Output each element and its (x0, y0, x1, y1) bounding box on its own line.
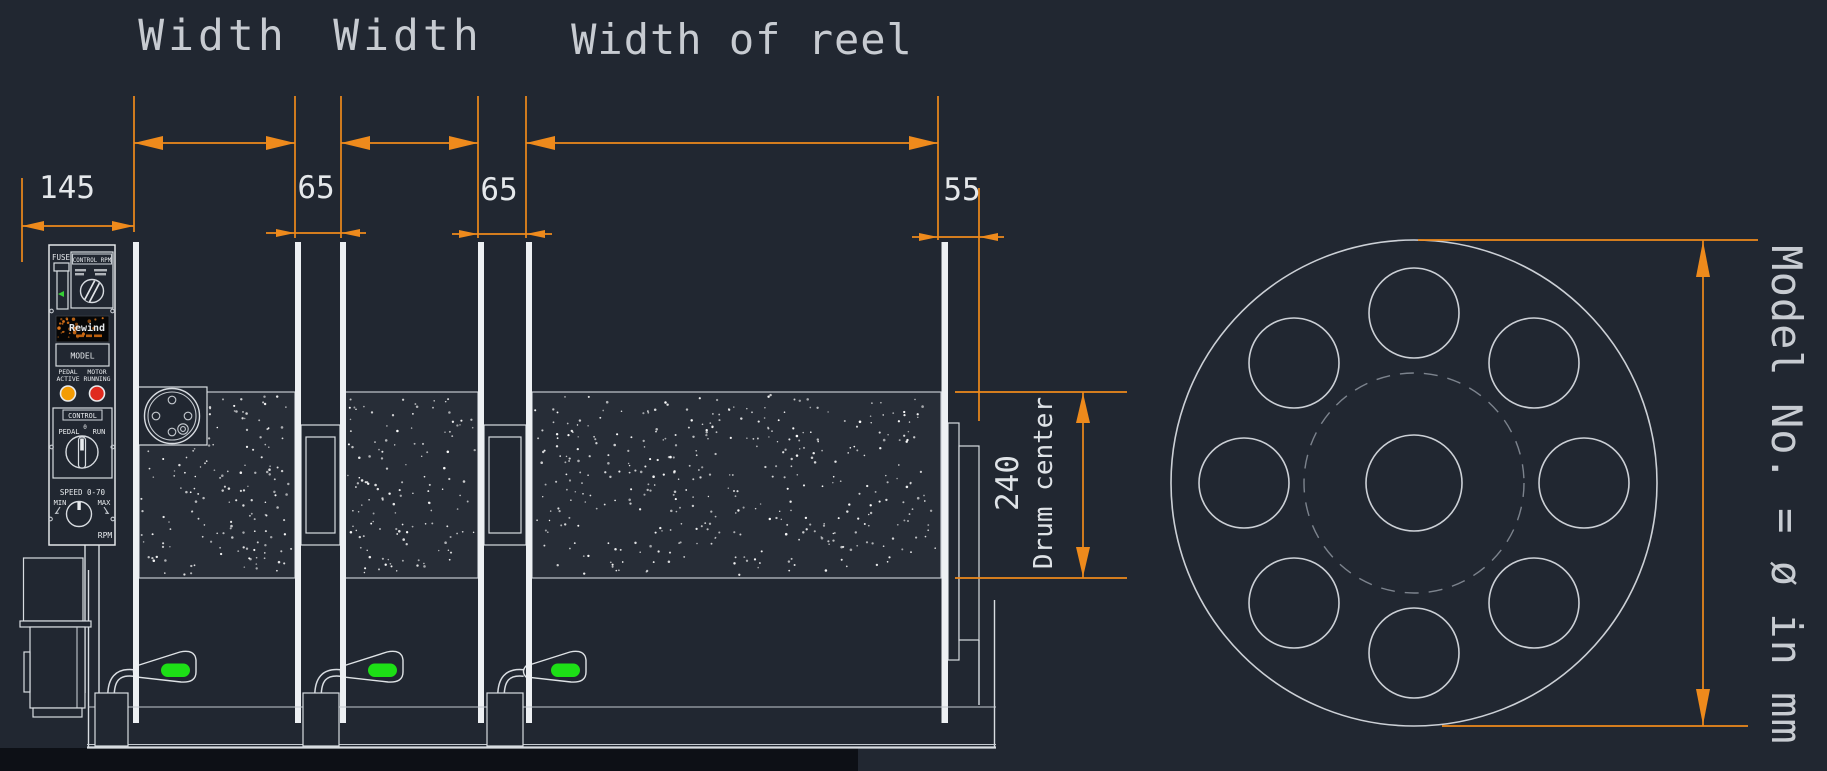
lever-post-3 (486, 692, 524, 747)
reel-outer-circle (1170, 239, 1658, 727)
width-label-2: Width (333, 11, 482, 61)
run-mode-label: RUN (93, 428, 106, 436)
panel-screw (48, 516, 53, 522)
panel-screw (110, 444, 116, 450)
machine-side-view (19, 242, 996, 749)
control-rpm-label: CONTROL RPM (73, 258, 112, 264)
flange-plate-3a (478, 242, 484, 723)
panel-screw (110, 308, 115, 314)
flange-plate-2b (340, 242, 346, 723)
reel-hole (1488, 557, 1580, 649)
logo-text: Rewind (69, 322, 105, 334)
brand-logo: Rewind (55, 315, 110, 343)
speed-knob (65, 500, 93, 528)
fuse-holder (53, 262, 70, 310)
control-switch-module: CONTROL PEDAL RUN 0 (52, 407, 113, 479)
reel-front-view (1170, 239, 1658, 727)
reel-hole (1248, 557, 1340, 649)
drum-speckle-2 (347, 398, 476, 574)
panel-screw (49, 308, 54, 314)
drum-section-3 (531, 391, 942, 579)
speed-label: SPEED 0-70 (60, 488, 106, 497)
rpm-scale-markings (75, 269, 107, 276)
lever-post-2 (302, 692, 340, 747)
bottom-band (0, 748, 858, 771)
reel-diameter-note: Model No. = ø in mm (1762, 245, 1811, 744)
fuse-label: FUSE (52, 253, 71, 262)
reel-hole (1368, 607, 1460, 699)
dim-240: 240 (990, 455, 1026, 511)
dimensions (21, 96, 1758, 727)
max-label: MAX (98, 499, 111, 507)
reel-center-hole (1365, 434, 1463, 532)
control-rpm-module: CONTROL RPM (70, 251, 114, 309)
panel-screw (49, 444, 54, 450)
model-label: MODEL (70, 352, 94, 361)
drive-motor (19, 545, 100, 718)
lever-post-1 (94, 692, 129, 747)
min-label: MIN (54, 499, 67, 507)
pedal-mode-label: PEDAL (58, 428, 79, 436)
shaft-hub-1 (300, 424, 341, 546)
drive-coupling (136, 386, 208, 446)
dim-65-b: 65 (480, 172, 517, 208)
dim-145: 145 (39, 170, 95, 206)
width-of-reel-label: Width of reel (571, 15, 913, 64)
speed-knob-module: SPEED 0-70 MIN MAX RPM (54, 488, 113, 540)
flange-plate-right (941, 242, 948, 723)
control-panel: FUSE CONTROL RPM Rewind (48, 244, 116, 546)
panel-screw (110, 516, 116, 522)
drum-speckle-3 (534, 393, 936, 576)
fuse-led-icon (58, 291, 64, 297)
status-leds: PEDAL ACTIVE MOTOR RUNNING (56, 368, 111, 402)
motor-running-label-1: MOTOR (87, 368, 106, 376)
flange-plate-2a (295, 242, 301, 723)
dim-65-a: 65 (297, 170, 334, 206)
flange-plate-1 (133, 242, 139, 723)
reel-hole (1248, 317, 1340, 409)
max-arrow-icon (103, 506, 110, 515)
pedal-active-led (59, 385, 77, 402)
rpm-label: RPM (98, 531, 113, 540)
flange-plate-3b (526, 242, 532, 723)
min-arrow-icon (54, 506, 61, 515)
reel-hole (1488, 317, 1580, 409)
motor-running-label-2: RUNNING (84, 375, 111, 383)
control-label: CONTROL (68, 412, 97, 420)
switch-zero-mark: 0 (83, 424, 87, 431)
drum-section-2 (343, 391, 479, 579)
reel-hole (1368, 267, 1460, 359)
motor-running-led (88, 385, 106, 402)
model-box: MODEL (55, 343, 110, 367)
width-label-1: Width (138, 11, 287, 61)
machine-base (87, 570, 996, 749)
pedal-active-label-1: PEDAL (58, 368, 77, 376)
shaft-hub-2 (483, 424, 527, 546)
drum-speckle-1 (140, 395, 293, 576)
logo-speckles (57, 317, 104, 339)
drum-center-label: Drum center (1029, 397, 1059, 569)
pedal-active-label-2: ACTIVE (56, 375, 79, 383)
rpm-knob (79, 278, 105, 304)
reel-hole (1538, 437, 1630, 529)
dim-55: 55 (943, 172, 980, 208)
reel-hole (1198, 437, 1290, 529)
logo-subtext-marks (76, 334, 102, 338)
reel-bolt-circle-dashed (1303, 372, 1525, 594)
